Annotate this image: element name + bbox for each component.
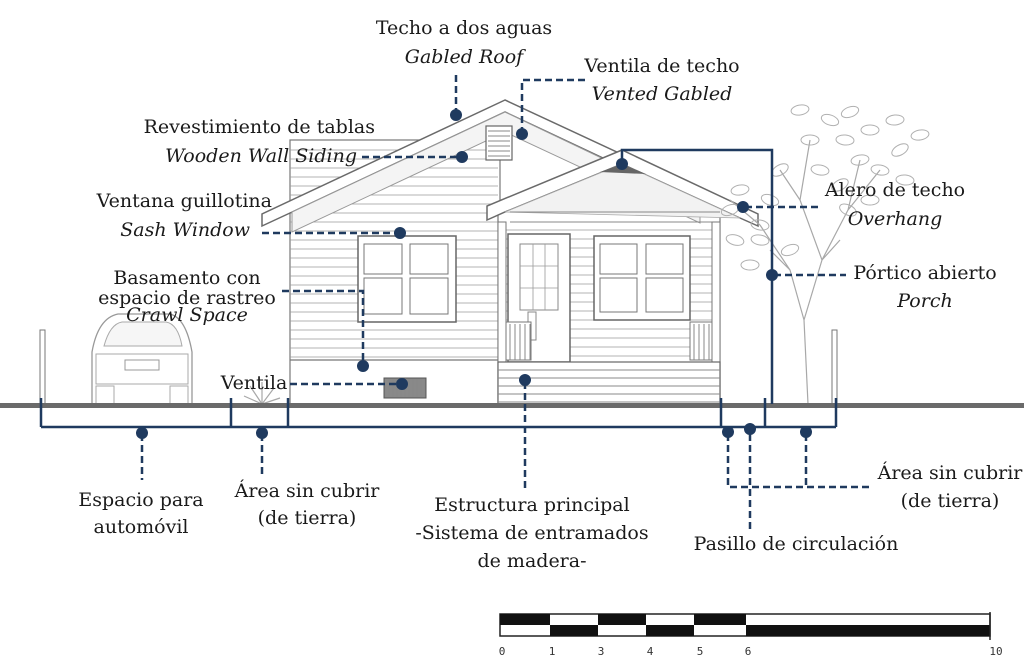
label-overhang-en: Overhang bbox=[848, 208, 943, 230]
label-vent: Ventila bbox=[220, 372, 288, 394]
sash-window-right bbox=[593, 235, 691, 321]
label-vented-gable-es: Ventila de techo bbox=[583, 55, 739, 77]
label-structure-3: de madera- bbox=[477, 550, 586, 572]
tree-drawing bbox=[720, 104, 930, 405]
label-sash-window-es: Ventana guillotina bbox=[96, 190, 272, 212]
label-porch-en: Porch bbox=[896, 290, 952, 312]
labels: Techo a dos aguas Gabled Roof Ventila de… bbox=[78, 17, 1023, 572]
porch-post-left bbox=[497, 221, 507, 363]
label-uncovered-right-1: Área sin cubrir bbox=[877, 461, 1024, 484]
fence-post-right bbox=[831, 329, 838, 405]
ground-line bbox=[0, 403, 1024, 408]
porch-steps bbox=[497, 361, 721, 405]
label-carport-2: automóvil bbox=[94, 516, 189, 538]
label-porch-es: Pórtico abierto bbox=[853, 262, 996, 284]
label-siding-es: Revestimiento de tablas bbox=[144, 116, 375, 138]
label-gabled-roof-es: Techo a dos aguas bbox=[376, 17, 552, 39]
scale-tick-0: 0 bbox=[499, 645, 506, 658]
label-uncovered-left-2: (de tierra) bbox=[258, 507, 357, 529]
label-structure-2: -Sistema de entramados bbox=[415, 522, 648, 544]
house-drawing bbox=[261, 99, 759, 405]
gable-vent-slats bbox=[488, 130, 510, 157]
label-uncovered-left-1: Área sin cubrir bbox=[234, 479, 381, 502]
label-overhang-es: Alero de techo bbox=[824, 179, 965, 201]
scale-tick-10: 10 bbox=[989, 645, 1002, 658]
label-crawl-es-2: espacio de rastreo bbox=[98, 287, 276, 309]
scale-tick-1: 1 bbox=[549, 645, 556, 658]
sash-window-left bbox=[357, 235, 457, 323]
label-crawl-es-1: Basamento con bbox=[113, 267, 260, 289]
label-carport-1: Espacio para bbox=[78, 489, 203, 511]
gable-vent bbox=[485, 125, 513, 161]
label-sash-window-en: Sash Window bbox=[120, 219, 250, 241]
fence-post-left bbox=[39, 329, 46, 405]
scale-tick-3: 3 bbox=[598, 645, 605, 658]
label-structure-1: Estructura principal bbox=[434, 494, 629, 516]
scale-bar: 0 1 3 4 5 6 10 bbox=[499, 612, 1003, 658]
label-vented-gable-en: Vented Gabled bbox=[592, 83, 733, 105]
porch-post-right bbox=[711, 221, 721, 363]
scale-tick-4: 4 bbox=[647, 645, 654, 658]
label-walkway: Pasillo de circulación bbox=[694, 533, 899, 555]
label-crawl-en: Crawl Space bbox=[126, 304, 248, 326]
scale-tick-5: 5 bbox=[697, 645, 704, 658]
scale-tick-6: 6 bbox=[745, 645, 752, 658]
label-siding-en: Wooden Wall Siding bbox=[165, 145, 357, 167]
shrub-drawing bbox=[243, 382, 281, 405]
dimension-line bbox=[39, 398, 838, 429]
front-door bbox=[507, 233, 571, 363]
leader-lines bbox=[136, 75, 872, 530]
label-gabled-roof-en: Gabled Roof bbox=[405, 46, 526, 68]
label-uncovered-right-2: (de tierra) bbox=[901, 490, 1000, 512]
porch-gable-face bbox=[504, 163, 741, 219]
car-drawing bbox=[91, 313, 193, 405]
